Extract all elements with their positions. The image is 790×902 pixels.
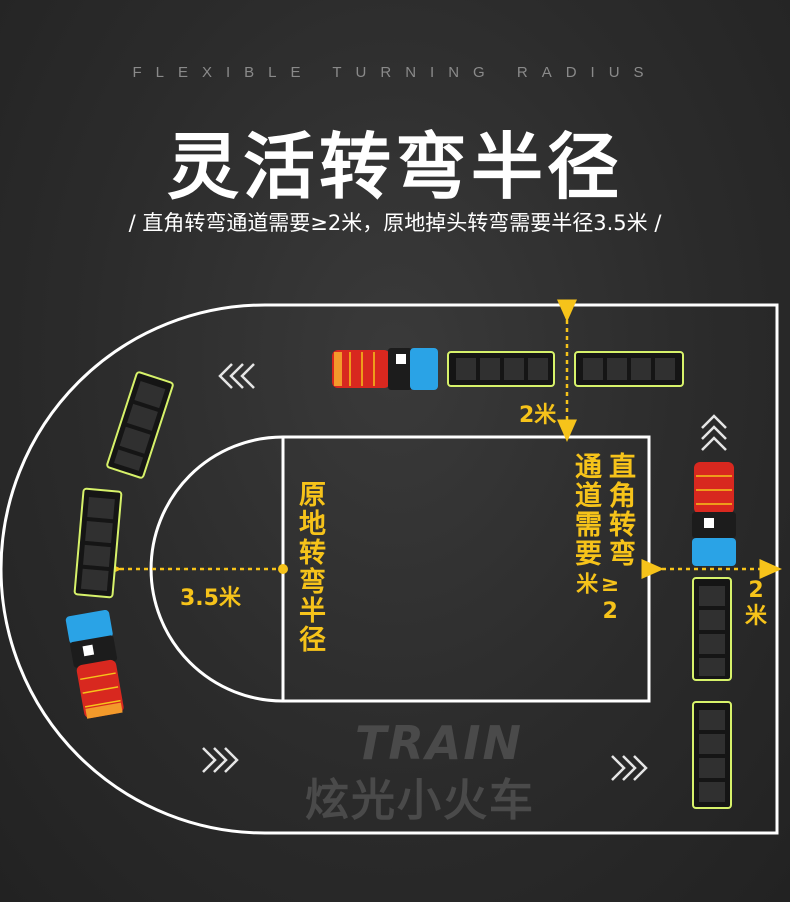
right-angle-label-col1: 直角转弯 [604, 452, 636, 568]
top-train [332, 348, 684, 390]
page-description: / 直角转弯通道需要≥2米，原地掉头转弯需要半径3.5米 / [128, 211, 662, 235]
watermark-train-text: TRAIN [355, 716, 524, 770]
right-gap-label: 2 米 [744, 578, 768, 630]
uturn-vertical-label: 原地转弯半径 [294, 480, 326, 654]
right-angle-label-col2: 通道需要 [570, 452, 602, 568]
radius-label: 3.5米 [180, 586, 241, 611]
right-gap-label-unit: 米 [744, 604, 767, 629]
watermark-brand-text: 炫光小火车 [305, 775, 535, 826]
outer-track-line [0, 303, 779, 835]
chevron-right-icon-right [611, 755, 648, 781]
chevron-left-icon [218, 363, 255, 389]
radius-center-dot [278, 564, 288, 574]
top-gap-label: 2米 [519, 403, 557, 428]
chevron-up-icon [701, 414, 727, 451]
inner-track-line [149, 435, 651, 703]
right-angle-label-col3: ≥2米 [572, 572, 623, 626]
english-subtitle: FLEXIBLE TURNING RADIUS [132, 64, 658, 81]
right-train [692, 462, 736, 809]
page-title: 灵活转弯半径 [166, 125, 623, 209]
chevron-right-icon-left [202, 747, 239, 773]
left-train [65, 371, 174, 719]
right-gap-label-number: 2 [748, 578, 764, 603]
